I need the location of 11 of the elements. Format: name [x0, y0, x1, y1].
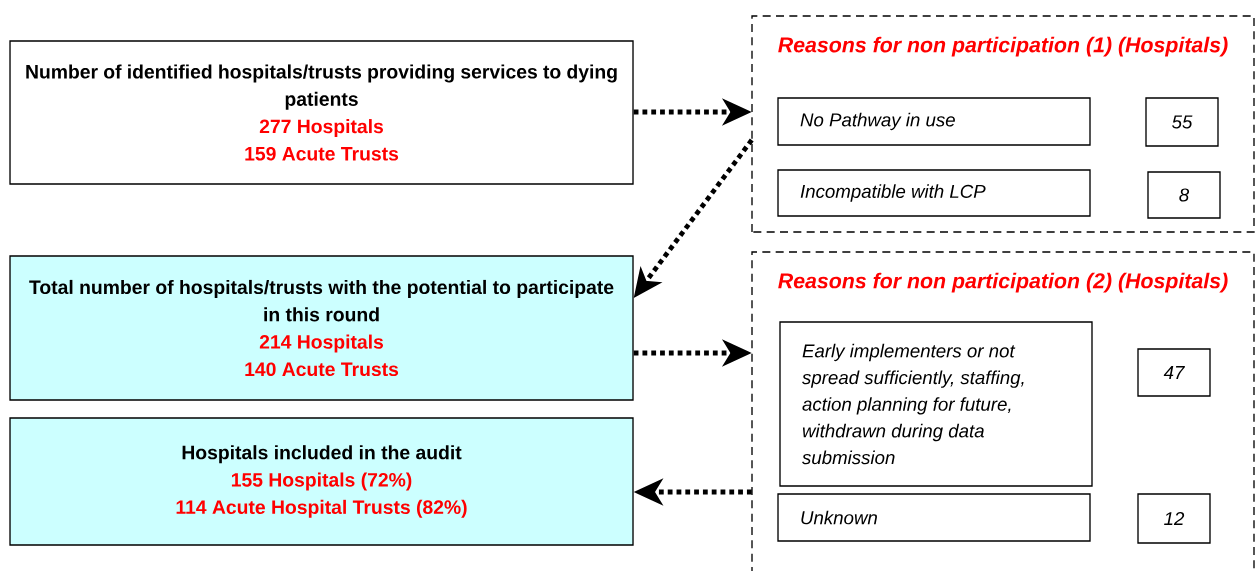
info-box: Hospitals included in the audit 155 Hospitals (72%) 114 Acute Hospital Trusts (82%) — [9, 417, 634, 546]
info-box: Number of identified hospitals/trusts providing services to dying patients 277 Hospitals 159 Acute Trusts — [9, 40, 634, 185]
reason-box: Unknown — [777, 493, 1091, 542]
count-box: 55 — [1145, 97, 1219, 147]
reason-box: Incompatible with LCP — [777, 169, 1091, 217]
count-box: 12 — [1137, 493, 1211, 544]
count-box: 47 — [1137, 348, 1211, 397]
info-box: Total number of hospitals/trusts with the potential to participate in this round 214 Hospitals 140 Acute Trusts — [9, 255, 634, 401]
count-box: 8 — [1147, 171, 1221, 219]
reason-box: No Pathway in use — [777, 97, 1091, 146]
reason-box: Early implementers or not spread sufficiently, staffing, action planning for future, withdrawn during data submission — [779, 321, 1093, 487]
